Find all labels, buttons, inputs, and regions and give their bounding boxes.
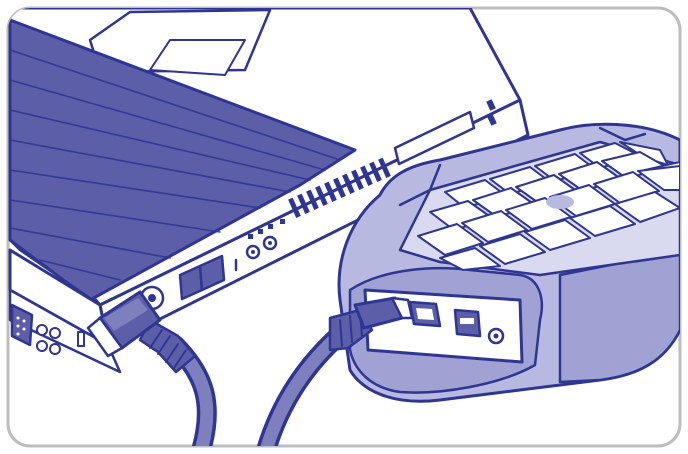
illustration-frame [0,0,688,454]
connection-illustration [0,0,688,454]
